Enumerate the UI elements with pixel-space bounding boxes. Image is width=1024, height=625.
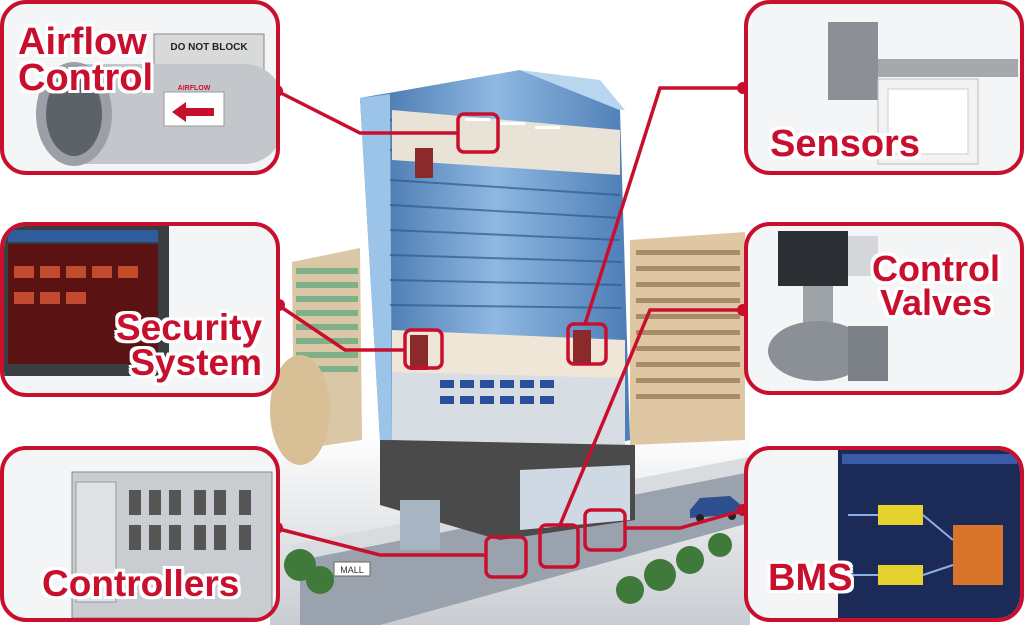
label-bms: BMS: [768, 557, 853, 599]
callout-sensors: [566, 322, 608, 366]
sensors-image: [828, 22, 1018, 165]
panel-airflow-control: DO NOT BLOCK AIRFLOW Airflow Control: [0, 0, 280, 175]
callout-controllers: [484, 535, 528, 579]
panel-bms: BMS: [744, 446, 1024, 622]
leader-bms: [625, 508, 745, 530]
label-airflow-line1: Airflow: [18, 21, 147, 63]
airflow-tag-text: AIRFLOW: [178, 85, 211, 92]
airflow-sign-text: DO NOT BLOCK: [170, 42, 248, 53]
bms-screen-image: [838, 450, 1020, 618]
building-right: [630, 232, 745, 445]
label-valves-line2: Valves: [879, 282, 993, 324]
panel-controllers: Controllers: [0, 446, 280, 622]
label-control-valves: Control Valves: [866, 248, 1006, 324]
label-sensors: Sensors: [770, 123, 920, 165]
panel-security-system: Security System: [0, 222, 280, 397]
leader-security: [277, 303, 405, 352]
panel-control-valves: Control Valves: [744, 222, 1024, 395]
label-security-line1: Security: [115, 307, 262, 348]
leader-sensors: [583, 86, 744, 325]
leader-controllers: [274, 526, 486, 557]
control-valve-image: [768, 231, 888, 381]
controllers-image: [71, 471, 273, 618]
label-security-system: Security System: [114, 307, 262, 384]
label-airflow-line2: Control: [18, 57, 154, 100]
label-airflow-control: Airflow Control: [18, 21, 154, 100]
leader-airflow: [274, 88, 458, 135]
security-monitor-image: [4, 226, 169, 376]
label-valves-line1: Control: [872, 248, 1000, 289]
label-security-line2: System: [130, 342, 262, 384]
street-sign-text: MALL: [340, 565, 364, 575]
callout-bms: [583, 508, 627, 552]
leader-valves: [558, 308, 744, 526]
building-left: [270, 248, 362, 465]
trees: [284, 533, 732, 604]
street-sign: MALL: [333, 561, 371, 577]
panel-sensors: Sensors: [744, 0, 1024, 175]
airflow-damper-image: DO NOT BLOCK AIRFLOW: [36, 33, 276, 166]
street: [300, 470, 760, 625]
main-tower: [360, 70, 635, 550]
label-controllers: Controllers: [42, 563, 240, 604]
callout-valves: [538, 523, 580, 569]
